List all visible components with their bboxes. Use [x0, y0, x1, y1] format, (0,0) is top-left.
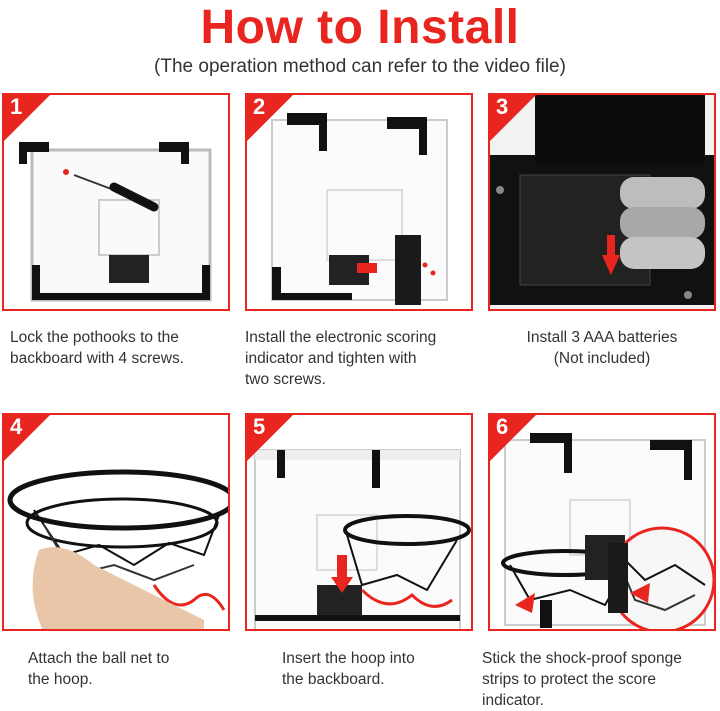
step-6-illustration	[501, 433, 714, 629]
step-3-illustration	[490, 95, 714, 309]
step-2-illustration	[271, 113, 448, 305]
step-5-panel: 5	[245, 413, 473, 631]
step-1-panel: 1	[2, 93, 230, 311]
step-2-panel: 2	[245, 93, 473, 311]
step-6-caption: Stick the shock-proof sponge strips to p…	[482, 648, 718, 711]
caption-line: indicator and tighten with	[245, 350, 417, 367]
caption-line: Install the electronic scoring	[245, 329, 437, 346]
step-1-illustration	[19, 142, 212, 302]
caption-line: the backboard.	[282, 671, 385, 688]
step-3-panel: 3	[488, 93, 716, 311]
caption-line: (Not included)	[553, 350, 651, 367]
caption-line: Insert the hoop into	[282, 650, 415, 667]
caption-line: Lock the pothooks to the	[10, 329, 179, 346]
caption-line: Install 3 AAA batteries	[526, 329, 678, 346]
caption-line: Stick the shock-proof sponge	[482, 650, 682, 667]
step-5-illustration	[254, 449, 471, 629]
caption-line: strips to protect the score	[482, 671, 657, 688]
step-2-caption: Install the electronic scoring indicator…	[245, 327, 485, 390]
caption-line: the hoop.	[28, 671, 93, 688]
step-4-caption: Attach the ball net to the hoop.	[28, 648, 238, 690]
caption-line: Attach the ball net to	[28, 650, 170, 667]
step-4-panel: 4	[2, 413, 230, 631]
caption-line: backboard with 4 screws.	[10, 350, 185, 367]
step-5-caption: Insert the hoop into the backboard.	[282, 648, 482, 690]
step-4-illustration	[7, 469, 228, 629]
step-1-caption: Lock the pothooks to the backboard with …	[10, 327, 240, 369]
caption-line: two screws.	[245, 371, 326, 388]
page-title: How to Install	[200, 1, 520, 54]
step-3-caption: Install 3 AAA batteries (Not included)	[488, 327, 716, 369]
page-subtitle: (The operation method can refer to the v…	[154, 56, 566, 77]
caption-line: indicator.	[482, 692, 545, 709]
step-6-panel: 6	[488, 413, 716, 631]
